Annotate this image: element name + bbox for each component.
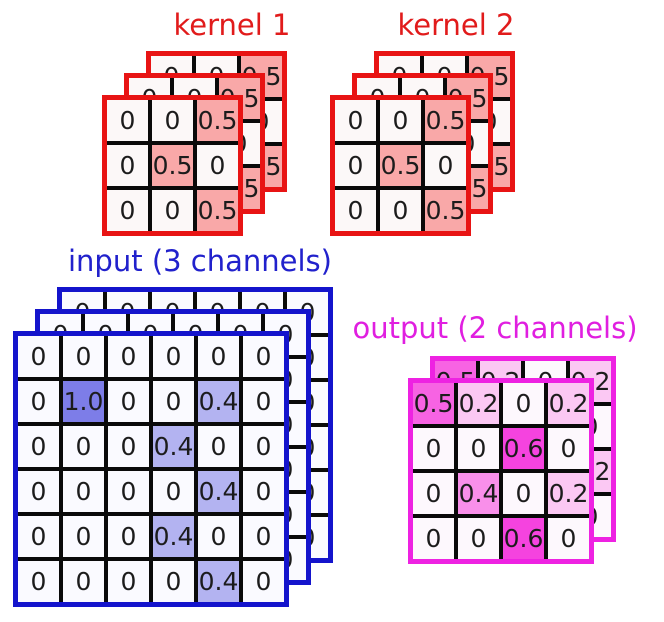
output-cell-r4c3: 0.6 [503, 518, 544, 559]
output-label: output (2 channels) [352, 311, 638, 345]
output-cell-r1c3: 0 [503, 383, 544, 424]
output-cell-r2c2: 0 [458, 428, 499, 469]
kernel-2-cell-r1c3: 0.5 [425, 100, 466, 141]
kernel-1-cell-r1c2: 0 [152, 100, 193, 141]
kernel-2-cell-r3c1: 0 [335, 190, 376, 231]
input-cell-r1c2: 0 [63, 336, 104, 377]
input-cell-r2c2: 1.0 [63, 381, 104, 422]
input-cell-r5c4: 0.4 [153, 516, 194, 557]
output-cell-r1c1: 0.5 [413, 383, 454, 424]
output-cell-r2c3: 0.6 [503, 428, 544, 469]
input-cell-r1c1: 0 [18, 336, 59, 377]
kernel-2-cell-r3c3: 0.5 [425, 190, 466, 231]
input-cell-r1c3: 0 [108, 336, 149, 377]
output-cell-r3c2: 0.4 [458, 473, 499, 514]
kernel-2-label: kernel 2 [397, 8, 515, 42]
kernel-2-cell-r1c2: 0 [380, 100, 421, 141]
input-cell-r6c2: 0 [63, 561, 104, 602]
input-cell-r5c1: 0 [18, 516, 59, 557]
output-cell-r4c4: 0 [548, 518, 589, 559]
kernel-1-cell-r2c2: 0.5 [152, 145, 193, 186]
kernel-1-cell-r3c3: 0.5 [197, 190, 238, 231]
input-cell-r5c5: 0 [198, 516, 239, 557]
input-cell-r1c6: 0 [243, 336, 284, 377]
input-cell-r5c6: 0 [243, 516, 284, 557]
kernel-1-cell-r3c2: 0 [152, 190, 193, 231]
input-cell-r4c3: 0 [108, 471, 149, 512]
input-cell-r2c4: 0 [153, 381, 194, 422]
input-cell-r2c1: 0 [18, 381, 59, 422]
input-cell-r3c2: 0 [63, 426, 104, 467]
input-cell-r1c4: 0 [153, 336, 194, 377]
input-cell-r2c6: 0 [243, 381, 284, 422]
input-cell-r4c4: 0 [153, 471, 194, 512]
kernel-1-cell-r2c3: 0 [197, 145, 238, 186]
input-cell-r6c4: 0 [153, 561, 194, 602]
input-cell-r6c6: 0 [243, 561, 284, 602]
input-cell-r6c1: 0 [18, 561, 59, 602]
output-cell-r4c1: 0 [413, 518, 454, 559]
input-cell-r4c6: 0 [243, 471, 284, 512]
input-cell-r2c5: 0.4 [198, 381, 239, 422]
output-cell-r3c4: 0.2 [548, 473, 589, 514]
kernel-1-cell-r2c1: 0 [107, 145, 148, 186]
output-cell-r2c4: 0 [548, 428, 589, 469]
input-cell-r4c5: 0.4 [198, 471, 239, 512]
input-cell-r4c2: 0 [63, 471, 104, 512]
kernel-2-cell-r1c1: 0 [335, 100, 376, 141]
kernel-2-cell-r2c3: 0 [425, 145, 466, 186]
kernel-1-label: kernel 1 [173, 8, 291, 42]
input-cell-r6c5: 0.4 [198, 561, 239, 602]
kernel-1-cell-r3c1: 0 [107, 190, 148, 231]
input-cell-r3c5: 0 [198, 426, 239, 467]
kernel-2-cell-r2c2: 0.5 [380, 145, 421, 186]
kernel-2-cell-r3c2: 0 [380, 190, 421, 231]
output-cell-r4c2: 0 [458, 518, 499, 559]
input-cell-r5c2: 0 [63, 516, 104, 557]
input-label: input (3 channels) [68, 244, 332, 278]
output-cell-r1c4: 0.2 [548, 383, 589, 424]
output-cell-r2c1: 0 [413, 428, 454, 469]
input-cell-r2c3: 0 [108, 381, 149, 422]
input-cell-r3c1: 0 [18, 426, 59, 467]
input-cell-r3c3: 0 [108, 426, 149, 467]
output-cell-r1c2: 0.2 [458, 383, 499, 424]
kernel-1-cell-r1c1: 0 [107, 100, 148, 141]
output-cell-r3c3: 0 [503, 473, 544, 514]
kernel-2-cell-r2c1: 0 [335, 145, 376, 186]
kernel-1-cell-r1c3: 0.5 [197, 100, 238, 141]
input-cell-r3c4: 0.4 [153, 426, 194, 467]
output-cell-r3c1: 0 [413, 473, 454, 514]
input-cell-r5c3: 0 [108, 516, 149, 557]
input-cell-r6c3: 0 [108, 561, 149, 602]
input-cell-r1c5: 0 [198, 336, 239, 377]
input-cell-r3c6: 0 [243, 426, 284, 467]
input-cell-r4c1: 0 [18, 471, 59, 512]
